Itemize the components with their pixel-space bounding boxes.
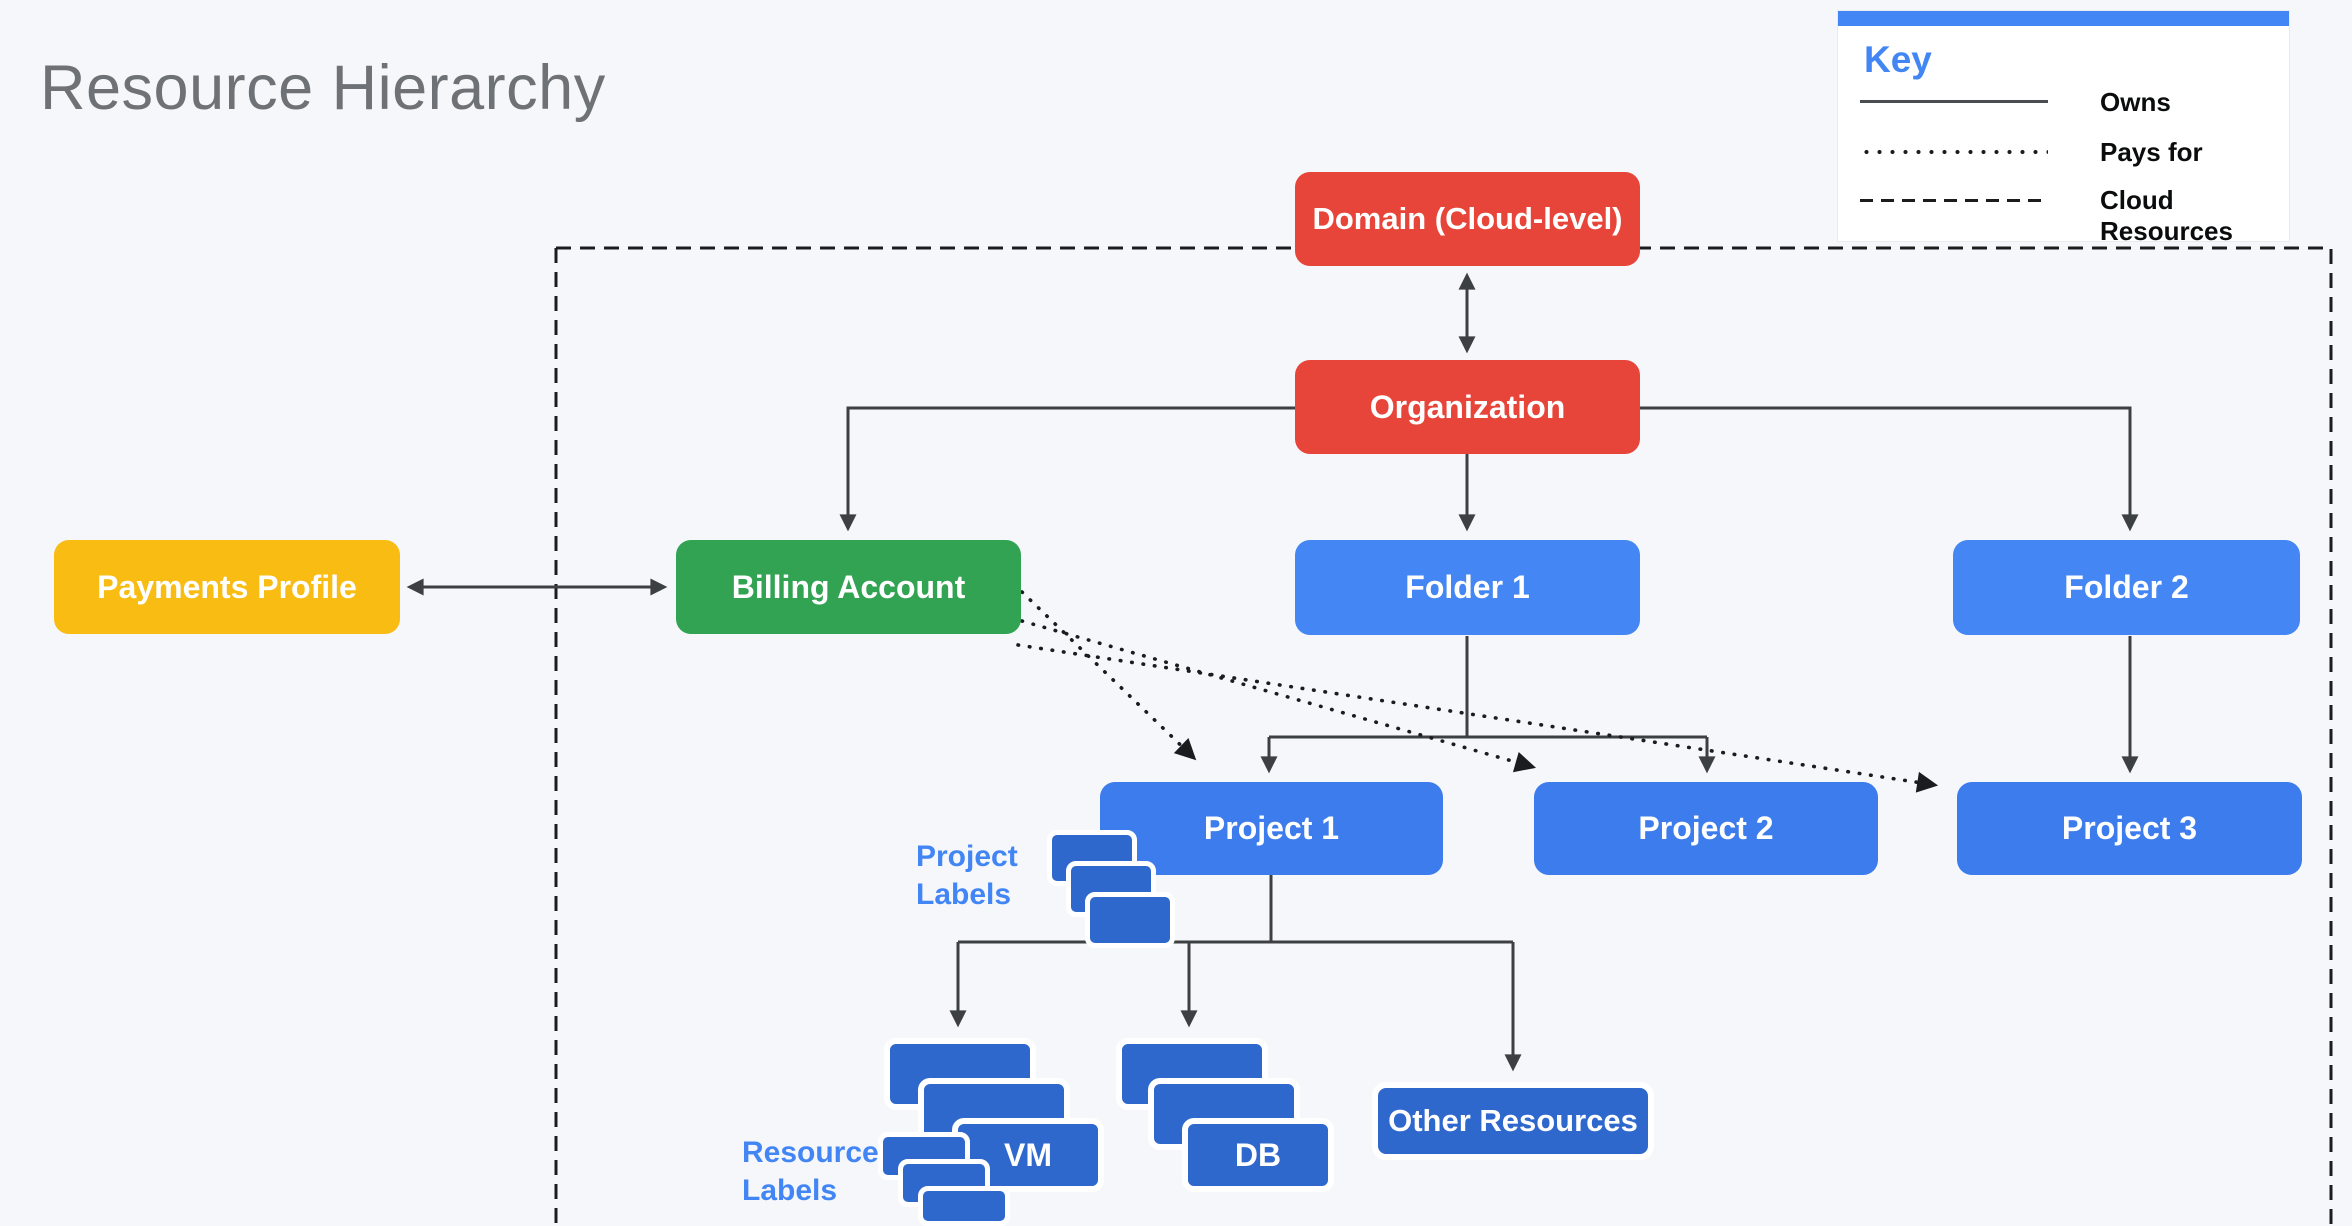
legend-title: Key: [1864, 39, 1932, 80]
node-payments-profile-label: Payments Profile: [97, 568, 357, 605]
node-other-resources-label: Other Resources: [1388, 1103, 1638, 1138]
node-project-1: Project 1: [1100, 782, 1443, 875]
project-labels-icon: [1085, 892, 1175, 948]
resource-labels-line1: Resource: [742, 1136, 879, 1169]
cloud-resources-line-sample: [1860, 199, 2048, 202]
owns-line-sample: [1860, 100, 2048, 103]
node-folder-2-label: Folder 2: [2064, 569, 2189, 605]
node-domain: Domain (Cloud-level): [1295, 172, 1640, 266]
node-db-label: DB: [1234, 1136, 1282, 1173]
node-organization: Organization: [1295, 360, 1640, 454]
project-labels-line2: Labels: [916, 878, 1012, 911]
node-folder-2: Folder 2: [1953, 540, 2300, 635]
node-other-resources: Other Resources: [1372, 1082, 1654, 1160]
node-db: DB: [1182, 1118, 1334, 1192]
node-folder-1: Folder 1: [1295, 540, 1640, 635]
node-project-2: Project 2: [1534, 782, 1878, 875]
node-project-2-label: Project 2: [1638, 810, 1774, 846]
pays-for-line-sample: [1860, 149, 2048, 155]
page-title: Resource Hierarchy: [40, 53, 606, 123]
resource-labels-annotation: Resource Labels: [742, 1134, 879, 1210]
resource-labels-line2: Labels: [742, 1174, 838, 1207]
legend-card: Key Owns Pays for Cloud Resources: [1837, 10, 2290, 246]
legend-item-owns: Owns: [2100, 87, 2171, 117]
node-project-1-label: Project 1: [1203, 810, 1340, 846]
node-billing-account-label: Billing Account: [731, 568, 966, 605]
project-labels-annotation: Project Labels: [916, 838, 1018, 914]
node-project-3-label: Project 3: [2061, 810, 2198, 846]
legend-item-pays-for: Pays for: [2100, 137, 2203, 167]
cloud-resources-boundary: [554, 246, 2333, 1226]
node-domain-label: Domain (Cloud-level): [1312, 201, 1623, 236]
legend-item-cloud-resources: Cloud Resources: [2100, 185, 2233, 246]
node-payments-profile: Payments Profile: [54, 540, 400, 634]
resource-labels-icon: [918, 1186, 1010, 1226]
node-organization-label: Organization: [1369, 388, 1566, 425]
node-folder-1-label: Folder 1: [1405, 569, 1530, 605]
legend-header-bar: [1838, 11, 2289, 26]
node-vm-label: VM: [1004, 1136, 1052, 1173]
node-project-3: Project 3: [1957, 782, 2302, 875]
node-billing-account: Billing Account: [676, 540, 1021, 634]
project-labels-line1: Project: [916, 840, 1018, 873]
